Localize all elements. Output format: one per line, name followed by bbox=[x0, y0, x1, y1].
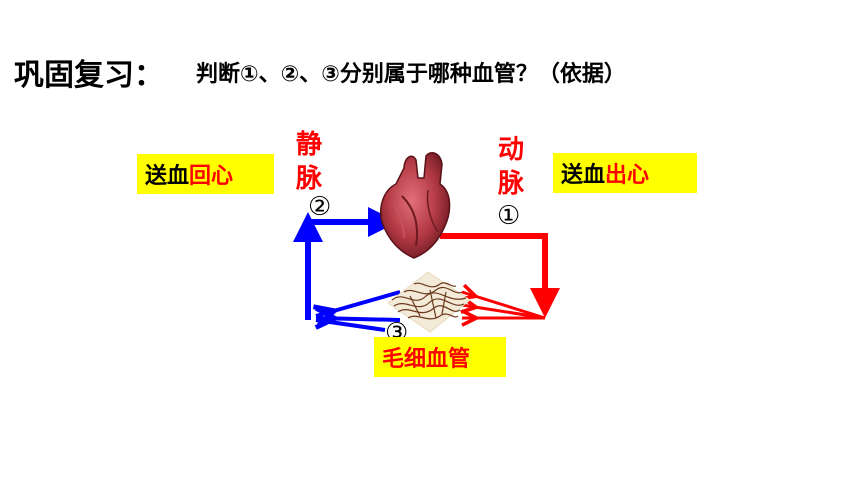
capillary-label-box: 毛细血管 bbox=[374, 337, 506, 377]
question-text: 判断①、②、③分别属于哪种血管？（依据） bbox=[196, 62, 626, 87]
return-blood-prefix: 送血 bbox=[145, 164, 190, 189]
return-blood-box: 送血回心 bbox=[137, 154, 274, 194]
outflow-blood-highlight: 出心 bbox=[605, 163, 650, 188]
artery-branch-2 bbox=[462, 305, 546, 320]
artery-label: 动 脉 bbox=[494, 133, 528, 201]
page-title: 巩固复习： bbox=[14, 58, 164, 93]
artery-label-line1: 动 bbox=[497, 135, 524, 165]
vein-label: 静 脉 bbox=[292, 128, 326, 196]
vein-label-line2: 脉 bbox=[295, 164, 322, 194]
artery-branch-1 bbox=[462, 292, 546, 320]
marker-two: ② bbox=[308, 192, 332, 222]
capillary-icon bbox=[387, 271, 471, 333]
vein-branch-2 bbox=[316, 318, 401, 320]
marker-one: ① bbox=[497, 201, 521, 231]
vein-branch-3 bbox=[315, 318, 386, 332]
outflow-blood-prefix: 送血 bbox=[561, 163, 606, 188]
vein-label-line1: 静 bbox=[295, 130, 322, 160]
artery-label-line2: 脉 bbox=[497, 169, 524, 199]
return-blood-highlight: 回心 bbox=[189, 164, 234, 189]
vein-branch-1 bbox=[316, 290, 401, 316]
outflow-blood-box: 送血出心 bbox=[553, 153, 697, 193]
capillary-label: 毛细血管 bbox=[382, 347, 471, 372]
heart-icon bbox=[380, 151, 451, 259]
